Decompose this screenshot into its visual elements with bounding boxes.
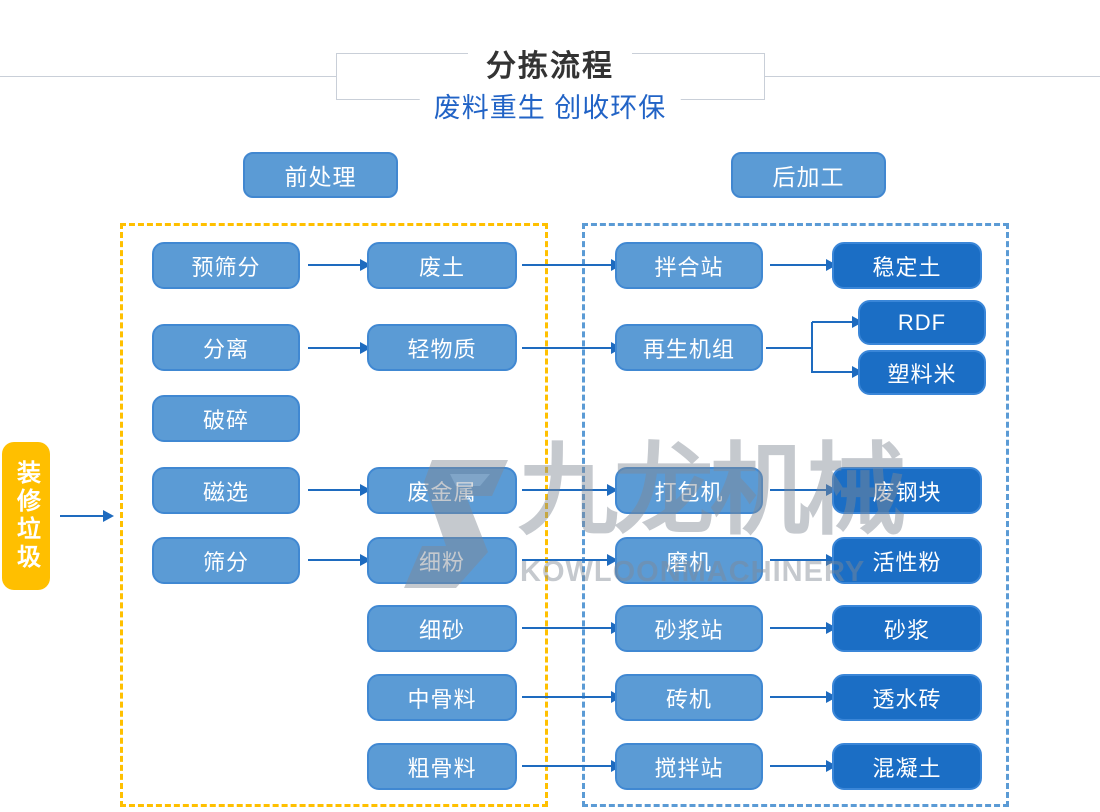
flow-node: 稳定土: [832, 242, 982, 289]
arrowhead-icon: [826, 760, 837, 772]
header-divider-left: [0, 76, 336, 77]
flow-node: 细粉: [367, 537, 517, 584]
flow-connector-line: [811, 322, 813, 373]
flow-node: 混凝土: [832, 743, 982, 790]
flow-arrow: [308, 554, 371, 566]
flow-node: 砖机: [615, 674, 763, 721]
flow-arrow: [522, 622, 622, 634]
arrowhead-icon: [103, 510, 114, 522]
arrowhead-icon: [826, 259, 837, 271]
flow-arrow: [770, 484, 837, 496]
flow-node: 塑料米: [858, 350, 986, 395]
flow-node: 分离: [152, 324, 300, 371]
page-title: 分拣流程: [468, 41, 632, 85]
flow-node: 透水砖: [832, 674, 982, 721]
flow-arrow: [522, 484, 618, 496]
flow-arrow: [812, 316, 863, 328]
source-node-decoration-waste: 装修垃圾: [2, 442, 50, 590]
arrowhead-icon: [826, 554, 837, 566]
flow-node: 搅拌站: [615, 743, 763, 790]
flow-arrow: [60, 510, 114, 522]
flow-arrow: [770, 760, 837, 772]
flow-node: 拌合站: [615, 242, 763, 289]
arrowhead-icon: [852, 316, 863, 328]
arrowhead-icon: [852, 366, 863, 378]
flow-arrow: [308, 484, 371, 496]
flow-node: 再生机组: [615, 324, 763, 371]
arrowhead-icon: [360, 554, 371, 566]
arrowhead-icon: [607, 554, 618, 566]
section-label-pretreatment: 前处理: [243, 152, 398, 198]
flow-node: 砂浆: [832, 605, 982, 652]
flow-arrow: [770, 622, 837, 634]
flow-node: 预筛分: [152, 242, 300, 289]
flow-node: 活性粉: [832, 537, 982, 584]
flow-node: RDF: [858, 300, 986, 345]
flow-node: 筛分: [152, 537, 300, 584]
flow-node: 打包机: [615, 467, 763, 514]
flow-node: 磁选: [152, 467, 300, 514]
arrowhead-icon: [826, 691, 837, 703]
flow-arrow: [308, 259, 371, 271]
arrowhead-icon: [360, 342, 371, 354]
flow-arrow: [522, 554, 618, 566]
section-label-postprocessing: 后加工: [731, 152, 886, 198]
flow-node: 轻物质: [367, 324, 517, 371]
arrowhead-icon: [360, 484, 371, 496]
pretreatment-region-border: [120, 223, 548, 807]
flow-node: 废土: [367, 242, 517, 289]
header-divider-right: [765, 76, 1100, 77]
arrowhead-icon: [360, 259, 371, 271]
flow-arrow: [522, 259, 622, 271]
flow-arrow: [522, 691, 622, 703]
flow-node: 废金属: [367, 467, 517, 514]
flow-node: 砂浆站: [615, 605, 763, 652]
postprocessing-region-border: [582, 223, 1009, 807]
flow-node: 中骨料: [367, 674, 517, 721]
flow-arrow: [770, 554, 837, 566]
flow-node: 磨机: [615, 537, 763, 584]
page-subtitle: 废料重生 创收环保: [419, 86, 681, 125]
arrowhead-icon: [826, 622, 837, 634]
arrowhead-icon: [607, 484, 618, 496]
flow-arrow: [522, 342, 622, 354]
flow-arrow: [770, 691, 837, 703]
flow-arrow: [812, 366, 863, 378]
flow-arrow: [522, 760, 622, 772]
flow-node: 细砂: [367, 605, 517, 652]
flow-arrow: [308, 342, 371, 354]
flow-connector-line: [766, 347, 812, 349]
flow-arrow: [770, 259, 837, 271]
arrowhead-icon: [826, 484, 837, 496]
flow-node: 废钢块: [832, 467, 982, 514]
flow-node: 粗骨料: [367, 743, 517, 790]
flow-node: 破碎: [152, 395, 300, 442]
